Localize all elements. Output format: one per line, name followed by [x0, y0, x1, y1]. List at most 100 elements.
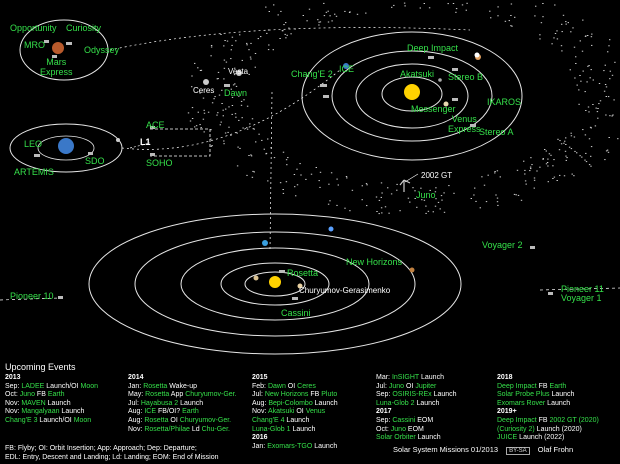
asteroid-dot — [605, 96, 607, 97]
asteroid-dot — [252, 170, 254, 172]
label-messenger: Messenger — [411, 104, 456, 114]
earth-orbit — [331, 50, 493, 142]
asteroid-dot — [546, 162, 549, 163]
credit-line: Solar System Missions 01/2013 BY-SA Olaf… — [393, 445, 573, 455]
asteroid-dot — [561, 50, 563, 52]
asteroid-dot — [277, 14, 279, 16]
asteroid-dot — [589, 77, 591, 79]
label-pioneer11: Pioneer 11 — [561, 284, 604, 294]
asteroid-dot — [210, 46, 213, 48]
asteroid-dot — [227, 131, 229, 133]
asteroid-dot — [273, 157, 276, 159]
asteroid-dot — [223, 59, 226, 61]
rosetta-spacecraft-icon — [279, 270, 285, 273]
asteroid-dot — [539, 166, 541, 168]
earth-link — [121, 69, 341, 150]
asteroid-dot — [396, 189, 398, 191]
asteroid-dot — [330, 172, 333, 174]
asteroid-dot — [365, 183, 368, 185]
asteroid-dot — [487, 174, 489, 176]
asteroid-dot — [481, 176, 483, 178]
asteroid-dot — [575, 63, 577, 64]
uranus-orbit — [180, 247, 370, 321]
asteroid-dot — [388, 212, 390, 214]
asteroid-dot — [236, 165, 239, 167]
outer-sun — [269, 276, 281, 288]
asteroid-dot — [337, 184, 339, 186]
asteroid-dot — [499, 176, 501, 178]
asteroid-dot — [605, 150, 608, 152]
asteroid-dot — [230, 88, 232, 90]
label-odyssey: Odyssey — [84, 45, 120, 55]
asteroid-dot — [588, 138, 591, 140]
asteroid-dot — [296, 184, 299, 186]
asteroid-dot — [504, 20, 507, 22]
asteroid-dot — [547, 158, 549, 160]
asteroid-dot — [407, 197, 410, 199]
vesta-body — [236, 70, 242, 76]
asteroid-dot — [323, 2, 325, 4]
asteroid-dot — [529, 170, 531, 172]
asteroid-dot — [248, 73, 250, 75]
event-item: Jul: Juno OI Jupiter — [376, 382, 437, 390]
mro-spacecraft-icon — [44, 40, 49, 43]
asteroid-dot — [228, 106, 230, 108]
asteroid-dot — [248, 155, 250, 156]
asteroid-dot — [240, 100, 243, 102]
asteroid-dot — [564, 140, 566, 142]
label-change2: Chang'E 2 — [291, 69, 333, 79]
asteroid-dot — [530, 157, 532, 159]
label-curiosity: Curiosity — [66, 23, 102, 33]
asteroid-dot — [590, 127, 592, 129]
asteroid-dot — [598, 103, 600, 105]
asteroid-dot — [199, 70, 202, 71]
asteroid-dot — [525, 183, 527, 185]
asteroid-dot — [305, 178, 307, 180]
asteroid-dot — [191, 107, 194, 109]
asteroid-dot — [233, 74, 236, 76]
asteroid-dot — [231, 36, 234, 38]
asteroid-dot — [569, 69, 571, 71]
asteroid-dot — [574, 77, 576, 79]
event-item: Luna-Glob 2 Launch — [376, 399, 440, 407]
event-item: Sep: LADEE Launch/OI Moon — [5, 382, 99, 390]
event-item: Deep Impact FB 2002 GT (2020) — [497, 416, 599, 424]
asteroid-dot — [231, 96, 234, 98]
asteroid-dot — [578, 89, 580, 91]
asteroid-dot — [585, 110, 587, 111]
asteroid-dot — [591, 44, 593, 46]
label-mro: MRO — [24, 40, 45, 50]
asteroid-dot — [210, 55, 212, 57]
asteroid-dot — [250, 155, 253, 157]
asteroid-dot — [523, 160, 525, 162]
label-ikaros: IKAROS — [487, 97, 522, 107]
asteroid-dot — [420, 187, 422, 189]
label-new-horizons: New Horizons — [346, 257, 403, 267]
asteroid-dot — [565, 159, 567, 161]
event-item: May: Rosetta App Churyumov-Ger. — [128, 391, 237, 399]
asteroid-dot — [384, 206, 387, 208]
asteroid-dot — [238, 119, 240, 121]
earth-planet — [58, 138, 74, 154]
asteroid-dot — [240, 104, 243, 106]
asteroid-dot — [210, 129, 212, 131]
asteroid-dot — [378, 213, 380, 215]
asteroid-dot — [608, 45, 610, 47]
asteroid-dot — [223, 67, 226, 69]
asteroid-dot — [566, 157, 568, 159]
asteroid-dot — [434, 191, 437, 193]
asteroid-dot — [285, 159, 288, 161]
asteroid-dot — [609, 115, 611, 117]
asteroid-dot — [246, 127, 248, 129]
asteroid-dot — [252, 128, 254, 130]
asteroid-dot — [517, 194, 520, 196]
asteroid-dot — [590, 165, 592, 167]
asteroid-dot — [595, 107, 597, 109]
asteroid-dot — [393, 4, 395, 6]
label-vesta: Vesta — [228, 67, 249, 76]
asteroid-dot — [461, 4, 464, 6]
asteroid-dot — [336, 204, 338, 206]
event-item: (Curiosity 2) Launch (2020) — [497, 425, 582, 433]
asteroid-dot — [435, 198, 437, 200]
